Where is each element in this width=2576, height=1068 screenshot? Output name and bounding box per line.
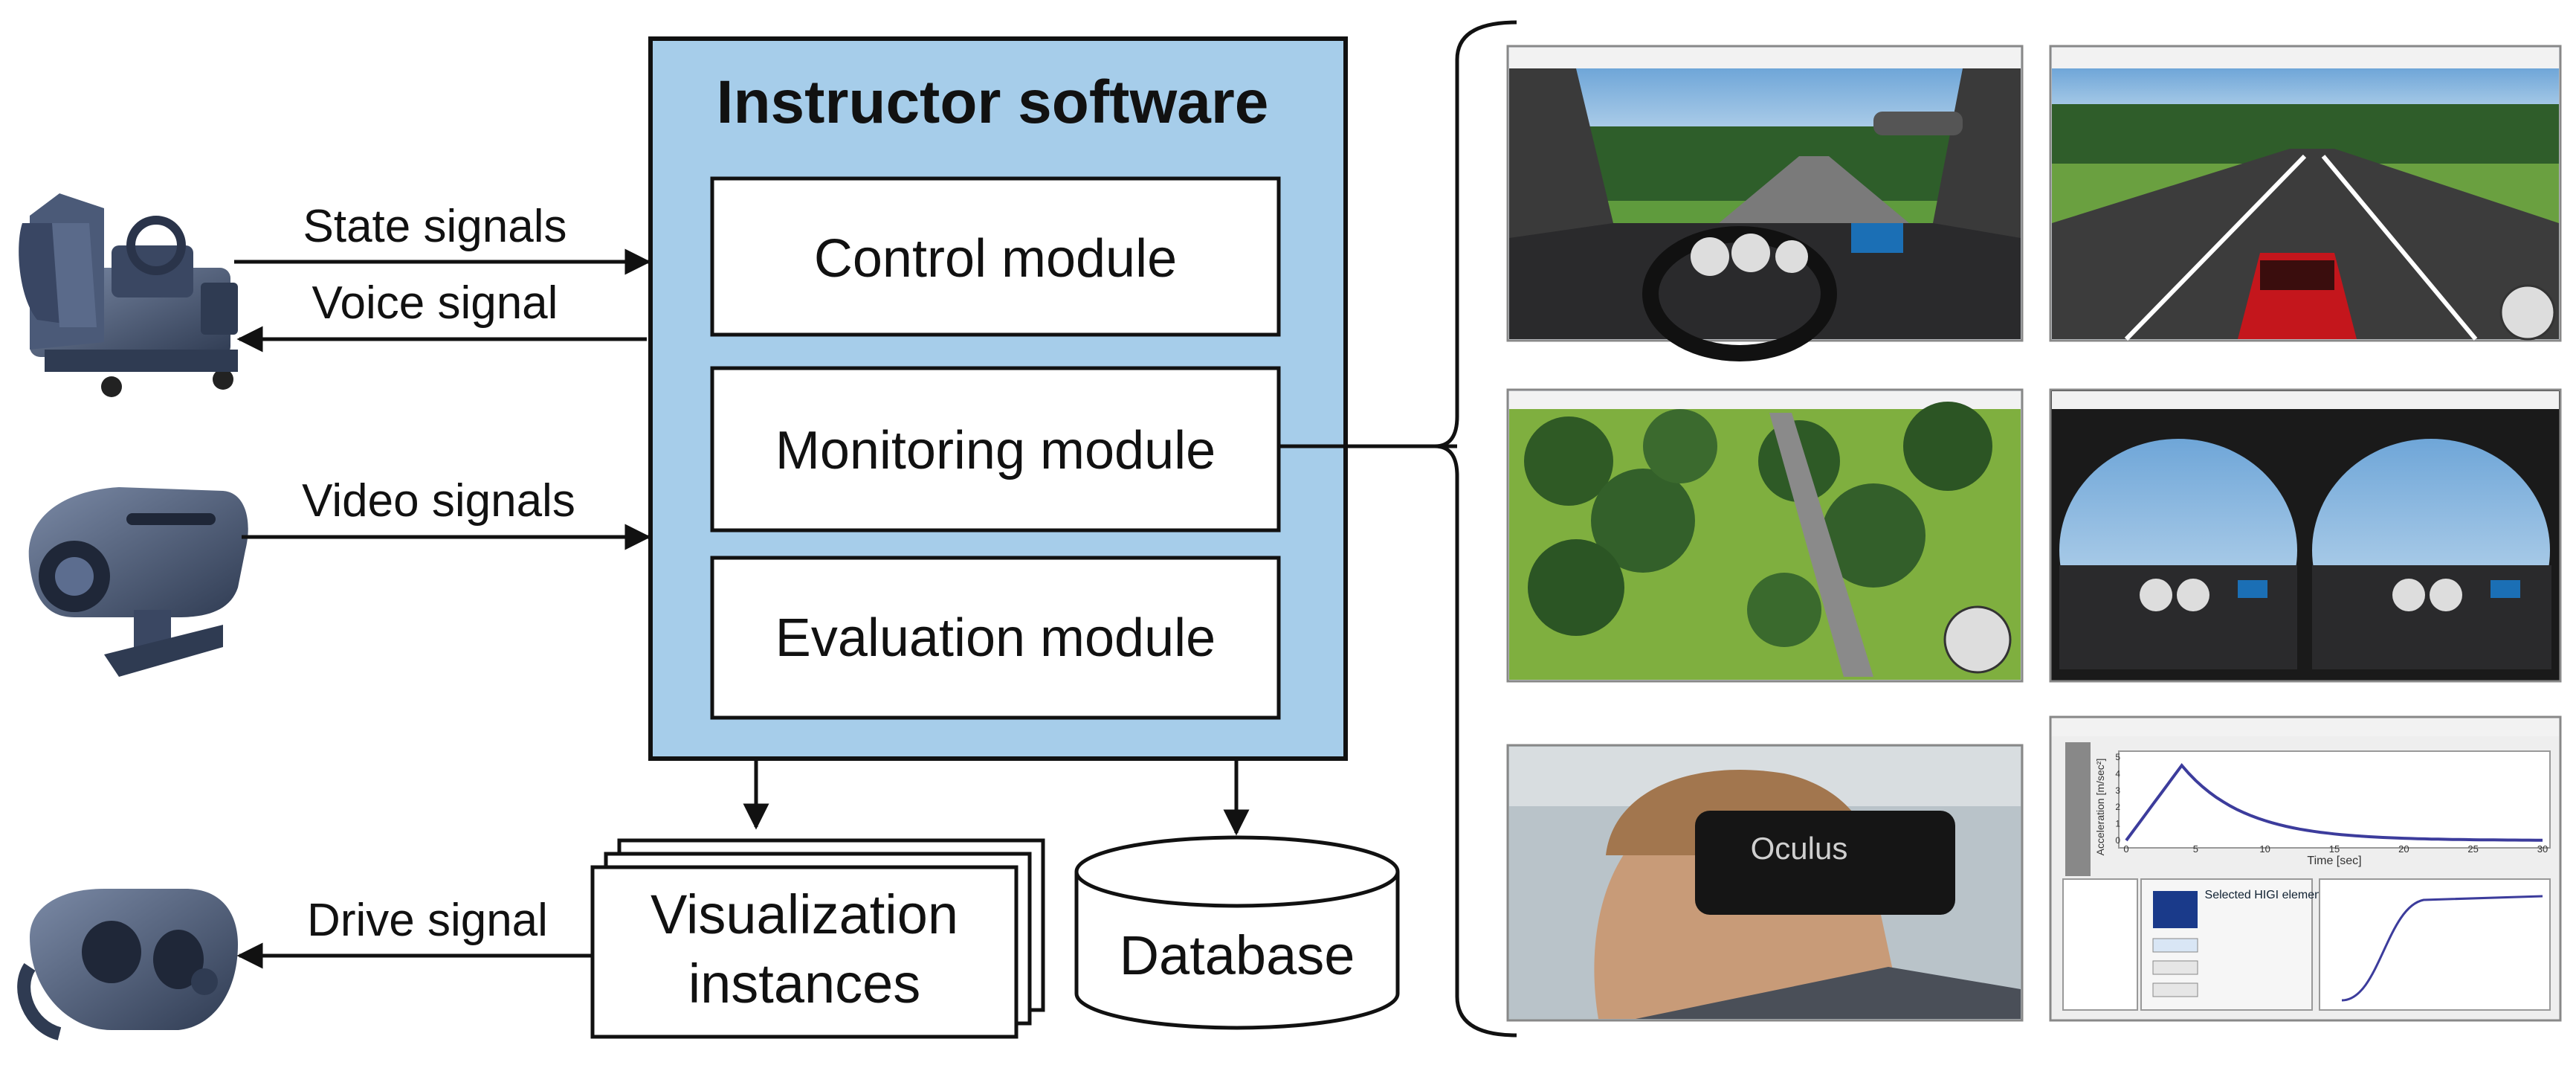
driving-simulator-icon	[19, 193, 238, 397]
visualization-label-line1: Visualization	[651, 884, 958, 945]
graph-y-tick: 4	[2115, 768, 2120, 779]
graph-ylabel: Acceleration [m/sec²]	[2094, 759, 2106, 856]
graph-y-tick: 3	[2115, 785, 2120, 796]
control-module-label: Control module	[814, 229, 1177, 289]
graph-y-tick: 5	[2115, 752, 2120, 762]
graph-x-tick: 25	[2467, 843, 2478, 855]
graph-y-tick: 1	[2115, 819, 2120, 829]
graph-x-tick: 0	[2123, 843, 2128, 855]
graph-y-tick: 0	[2115, 835, 2120, 846]
screenshot-aerial-view	[1506, 388, 2024, 683]
graph-x-tick: 15	[2329, 843, 2340, 855]
headset-brand-text: Oculus	[1751, 831, 1848, 866]
graph-x-tick: 30	[2537, 843, 2548, 855]
monitoring-brace	[1434, 20, 1517, 1038]
visualization-label-line2: instances	[688, 953, 921, 1014]
evaluation-module-label: Evaluation module	[775, 608, 1216, 668]
panel-heading: Selected HIGI elements	[2205, 889, 2331, 901]
visualization-instances-stack	[590, 838, 1045, 1039]
graph-y-tick: 2	[2115, 802, 2120, 812]
graph-x-tick: 10	[2259, 843, 2270, 855]
graph-y-ticks: 0 1 2 3 4 5	[2115, 752, 2120, 846]
vr-headset-icon	[17, 889, 238, 1040]
instructor-software-title: Instructor software	[717, 68, 1269, 136]
sigmoid-curve	[2341, 895, 2543, 1002]
graph-xlabel: Time [sec]	[2307, 855, 2361, 867]
database-label: Database	[1120, 924, 1355, 986]
voice-signal-label: Voice signal	[312, 277, 558, 329]
screenshot-stereo-view	[2049, 388, 2562, 683]
screenshot-evaluation-graph: Acceleration [m/sec²] 0 5 10 15 20 25 30 0 1 2 3 4…	[2049, 715, 2562, 1022]
control-module-box	[710, 176, 1281, 337]
graph-x-tick: 5	[2193, 843, 2198, 855]
acceleration-curve	[2125, 763, 2543, 842]
graph-x-ticks: 0 5 10 15 20 25 30	[2123, 843, 2548, 855]
state-signal-label: State signals	[303, 201, 567, 252]
monitoring-module-label: Monitoring module	[775, 421, 1216, 480]
screenshot-person-headset: Oculus	[1506, 744, 2024, 1022]
video-signal-label: Video signals	[302, 475, 575, 527]
camera-icon	[28, 487, 248, 677]
graph-x-tick: 20	[2398, 843, 2409, 855]
monitoring-module-box	[710, 366, 1281, 533]
evaluation-module-box	[710, 556, 1281, 720]
screenshot-cockpit-view	[1506, 45, 2024, 361]
screenshot-chase-view	[2049, 45, 2562, 342]
drive-signal-label: Drive signal	[307, 895, 548, 946]
database-cylinder	[1074, 835, 1400, 1030]
